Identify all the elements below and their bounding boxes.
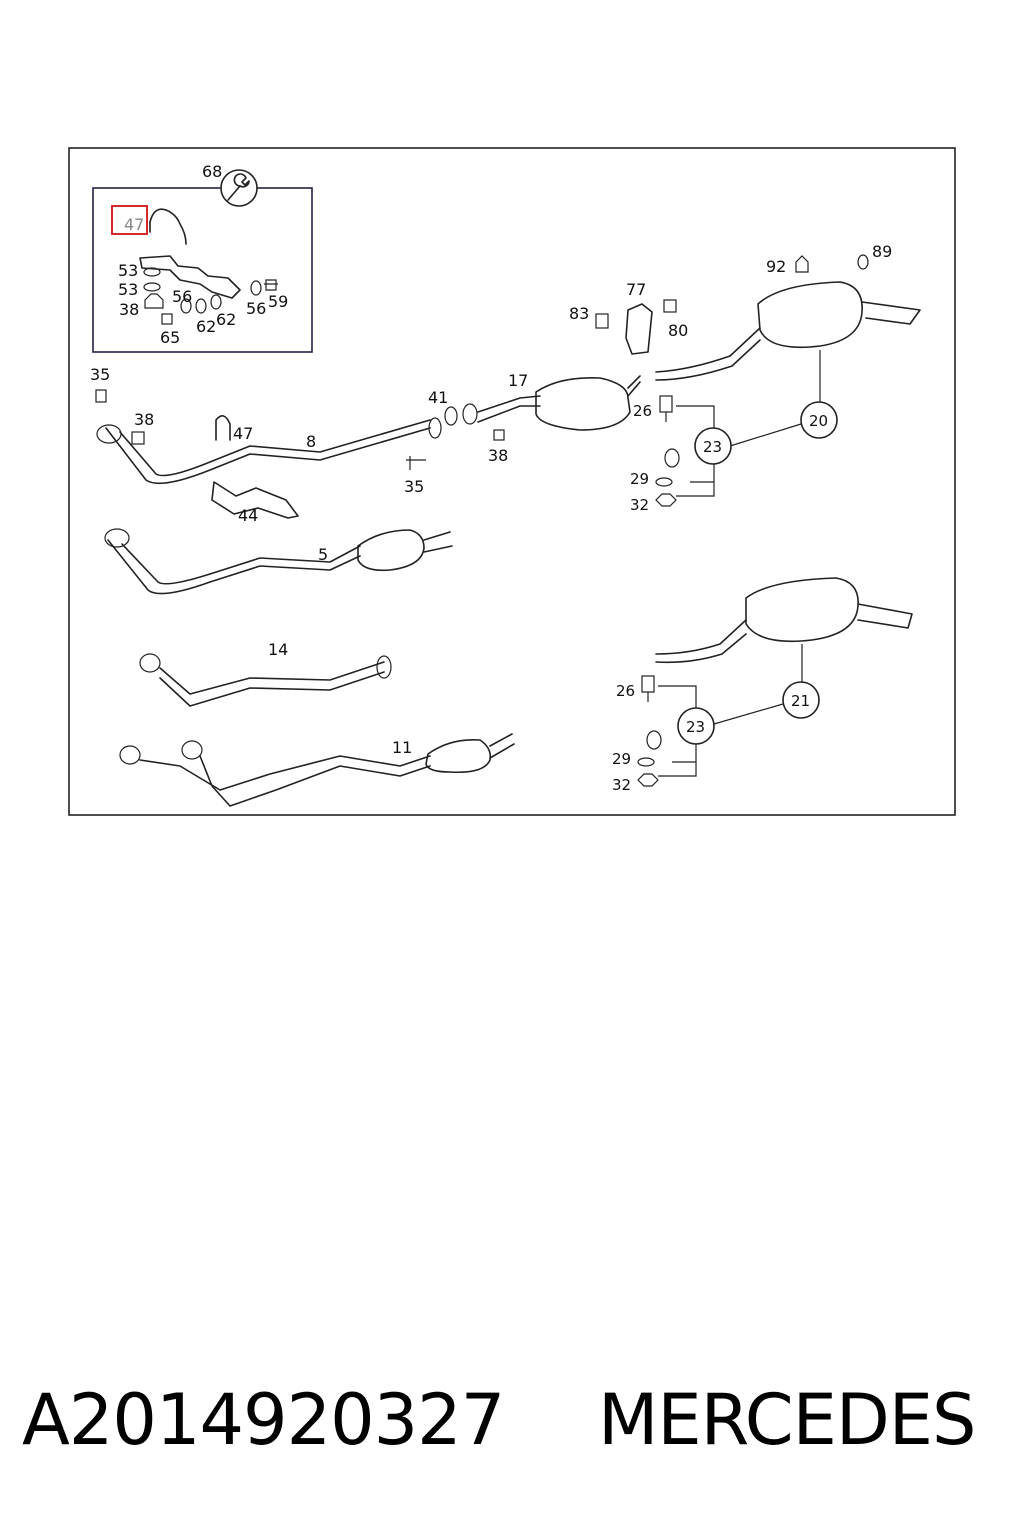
label-62-a: 62 <box>196 317 216 336</box>
label-62-b: 62 <box>216 310 236 329</box>
callout-circle-23-bottom <box>677 707 715 745</box>
center-muffler <box>444 375 641 441</box>
diagram-frame <box>68 147 956 816</box>
rear-muffler-21 <box>655 577 913 725</box>
front-pipe <box>95 389 442 519</box>
label-56-a: 56 <box>172 287 192 306</box>
pipe-with-catalyst <box>104 528 453 595</box>
label-23-a: 23 <box>703 438 722 456</box>
rear-muffler-20 <box>655 254 921 447</box>
pipe-11 <box>119 733 515 807</box>
label-80: 80 <box>668 321 688 340</box>
label-29-b: 29 <box>612 750 631 768</box>
diagram-svg: 68 47 53 53 38 56 65 62 62 56 59 35 38 4… <box>68 147 956 816</box>
label-8: 8 <box>306 432 316 451</box>
label-53-a: 53 <box>118 261 138 280</box>
label-77: 77 <box>626 280 646 299</box>
exhaust-parts-diagram: 68 47 53 53 38 56 65 62 62 56 59 35 38 4… <box>68 147 956 816</box>
label-20: 20 <box>809 412 828 430</box>
part-number: A2014920327 <box>22 1379 505 1461</box>
inset-box <box>92 187 313 353</box>
label-38-b: 38 <box>134 410 154 429</box>
label-83: 83 <box>569 304 589 323</box>
label-29-a: 29 <box>630 470 649 488</box>
label-32-a: 32 <box>630 496 649 514</box>
rubber-hanger <box>595 299 677 355</box>
label-44: 44 <box>238 506 258 525</box>
label-47: 47 <box>233 424 253 443</box>
label-17: 17 <box>508 371 528 390</box>
hardware-group-bottom <box>637 675 715 787</box>
part-labels: 68 47 53 53 38 56 65 62 62 56 59 35 38 4… <box>90 162 892 794</box>
label-35-a: 35 <box>90 365 110 384</box>
label-5: 5 <box>318 545 328 564</box>
label-68: 68 <box>202 162 222 181</box>
pipe-14 <box>139 653 392 707</box>
wrench-icon <box>220 169 258 207</box>
label-92: 92 <box>766 257 786 276</box>
label-47-highlighted: 47 <box>124 215 144 234</box>
label-26-b: 26 <box>616 682 635 700</box>
label-35-b: 35 <box>404 477 424 496</box>
callout-circle-23-top <box>694 427 732 465</box>
label-38-c: 38 <box>488 446 508 465</box>
callout-circle-20 <box>800 401 838 439</box>
label-59: 59 <box>268 292 288 311</box>
label-26-a: 26 <box>633 402 652 420</box>
callout-circle-21 <box>782 681 820 719</box>
label-53-b: 53 <box>118 280 138 299</box>
footer-caption: A2014920327 MERCEDES <box>0 1370 1024 1470</box>
label-14: 14 <box>268 640 288 659</box>
inset-parts <box>139 208 278 325</box>
label-32-b: 32 <box>612 776 631 794</box>
label-23-b: 23 <box>686 718 705 736</box>
label-11: 11 <box>392 738 412 757</box>
label-89: 89 <box>872 242 892 261</box>
label-21: 21 <box>791 692 810 710</box>
label-41: 41 <box>428 388 448 407</box>
brand-name: MERCEDES <box>598 1379 976 1461</box>
hardware-group-top <box>655 395 732 507</box>
highlight-box <box>111 205 148 235</box>
label-56-b: 56 <box>246 299 266 318</box>
label-65: 65 <box>160 328 180 347</box>
label-38-a: 38 <box>119 300 139 319</box>
